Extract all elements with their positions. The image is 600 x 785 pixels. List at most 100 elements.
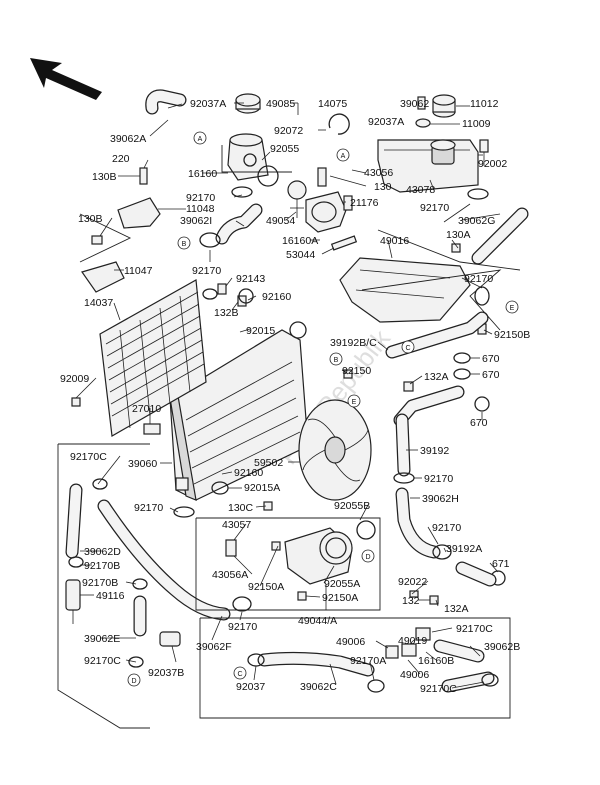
label-39192a: 39192A [446, 543, 482, 555]
label-92150a-b: 92150A [322, 592, 358, 604]
label-92037a-top: 92037A [190, 98, 226, 110]
label-14075: 14075 [318, 98, 347, 110]
hose-connectors [159, 627, 431, 659]
label-92009: 92009 [60, 373, 89, 385]
svg-text:B: B [334, 357, 339, 364]
part-number-labels: 92037A 49085 14075 39062 11012 92037A 11… [60, 98, 530, 695]
label-92015a: 92015A [244, 482, 280, 494]
callout-b-2: B [329, 352, 343, 366]
label-49019: 49019 [398, 635, 427, 647]
label-16160a: 16160A [282, 235, 318, 247]
callout-d-2: D [127, 673, 141, 687]
label-92055: 92055 [270, 143, 299, 155]
label-92170-d: 92170 [464, 273, 493, 285]
label-92170c-c: 92170C [84, 655, 121, 667]
label-670-b: 670 [482, 369, 500, 381]
label-92170c-b: 92170C [456, 623, 493, 635]
svg-text:A: A [198, 136, 203, 143]
label-39192bc: 39192B/C [330, 337, 377, 349]
callout-c-2: C [233, 666, 247, 680]
label-53044: 53044 [286, 249, 315, 261]
label-27010: 27010 [132, 403, 161, 415]
label-11009: 11009 [462, 118, 491, 130]
overflow-tube [417, 96, 426, 110]
radiator-fan [298, 399, 372, 501]
label-49116: 49116 [96, 590, 125, 602]
label-39062d: 39062D [84, 546, 121, 558]
label-92055a: 92055A [324, 578, 360, 590]
label-11048: 11048 [186, 203, 215, 215]
label-11047: 11047 [124, 265, 153, 277]
label-132a-b: 132A [444, 603, 469, 615]
water-pump [284, 520, 376, 585]
label-130b-a: 130B [92, 171, 117, 183]
label-92170-h: 92170 [228, 621, 257, 633]
bracket-43057 [225, 539, 237, 557]
label-39062c: 39062C [300, 681, 337, 693]
label-49016: 49016 [380, 235, 409, 247]
label-92037a-right: 92037A [368, 116, 404, 128]
label-92160-a: 92160 [262, 291, 291, 303]
label-92170c-a: 92170C [70, 451, 107, 463]
label-92170-a: 92170 [186, 192, 215, 204]
label-43078: 43078 [406, 184, 435, 196]
label-92072: 92072 [274, 125, 303, 137]
label-92015: 92015 [246, 325, 275, 337]
callout-markers: A A B B C C D D E E [127, 131, 519, 687]
svg-text:B: B [182, 241, 187, 248]
label-132b: 132B [214, 307, 239, 319]
svg-text:E: E [352, 399, 357, 406]
label-92037: 92037 [236, 681, 265, 693]
thermostat-housing [305, 167, 347, 233]
label-92055b: 92055B [334, 500, 370, 512]
svg-text:E: E [510, 305, 515, 312]
label-49054: 49054 [266, 215, 295, 227]
radiator-cap [235, 93, 261, 114]
label-92150b: 92150B [494, 329, 530, 341]
callout-a-1: A [193, 131, 207, 145]
label-43056a: 43056A [212, 569, 248, 581]
o-ring-92055 [257, 165, 279, 187]
svg-text:A: A [341, 153, 346, 160]
label-39060: 39060 [128, 458, 157, 470]
label-130: 130 [374, 181, 392, 193]
label-671: 671 [492, 558, 510, 570]
svg-text:D: D [131, 678, 136, 685]
label-14037: 14037 [84, 297, 113, 309]
radiator-screen [99, 279, 207, 437]
label-92170b-b: 92170B [82, 577, 118, 589]
callout-c-1: C [401, 340, 415, 354]
label-92170-c: 92170 [192, 265, 221, 277]
o-rings [238, 288, 506, 586]
label-49006-b: 49006 [400, 669, 429, 681]
clip-53044 [330, 235, 358, 251]
coolant-hoses [65, 89, 529, 693]
hose-clamps [68, 186, 499, 693]
label-39062-top: 39062 [400, 98, 429, 110]
label-43057: 43057 [222, 519, 251, 531]
svg-text:D: D [365, 554, 370, 561]
label-92170-e: 92170 [424, 473, 453, 485]
coolant-pipes [385, 311, 497, 587]
label-92170-b: 92170 [420, 202, 449, 214]
label-130a-top: 130A [446, 229, 471, 241]
callout-e-1: E [505, 300, 519, 314]
label-670-c: 670 [470, 417, 488, 429]
label-49044a: 49044/A [298, 615, 337, 627]
label-39062e: 39062E [84, 633, 120, 645]
label-16160: 16160 [188, 168, 217, 180]
label-132: 132 [402, 595, 420, 607]
callout-e-2: E [347, 394, 361, 408]
shroud-cover [339, 257, 471, 323]
callout-a-2: A [336, 148, 350, 162]
hose-clamp-92072 [328, 113, 350, 135]
label-92170b: 92170B [84, 560, 120, 572]
filler-neck [227, 133, 269, 181]
label-43056: 43056 [364, 167, 393, 179]
label-92150a-a: 92150A [248, 581, 284, 593]
bracket-11048 [117, 197, 161, 229]
label-92170c-d: 92170C [420, 683, 457, 695]
svg-text:C: C [237, 671, 242, 678]
temp-sensor [343, 195, 353, 211]
